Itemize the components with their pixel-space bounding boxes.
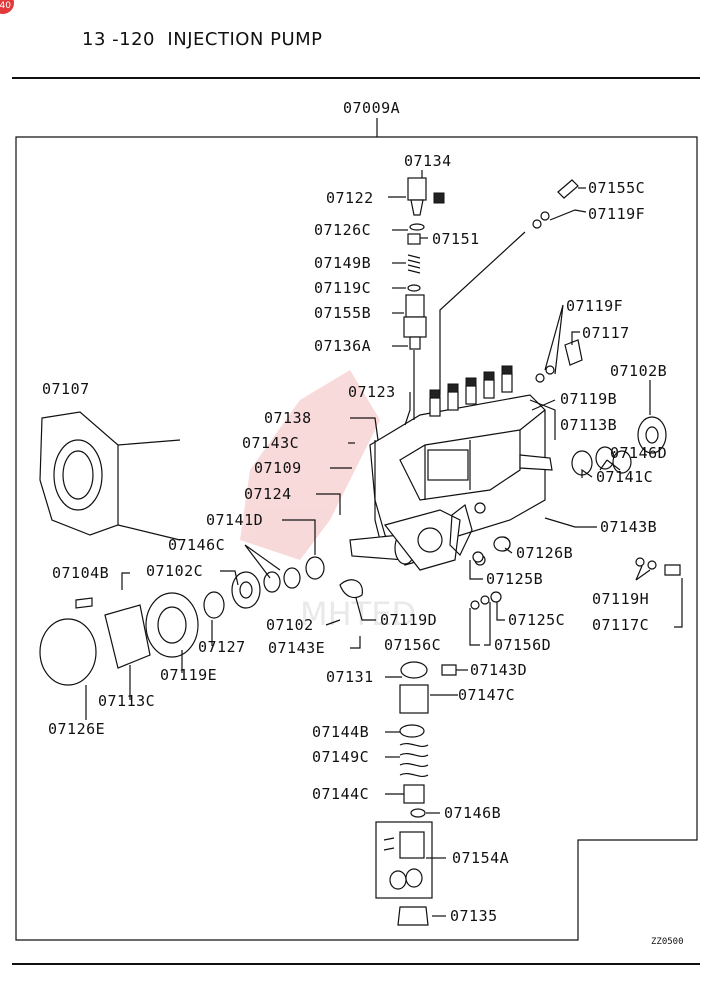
page-title: 13 -120 INJECTION PUMP bbox=[82, 29, 323, 50]
label-07126E: 07126E bbox=[48, 720, 105, 738]
left-bearing-set bbox=[39, 556, 325, 686]
upper-right-bolts bbox=[532, 179, 583, 383]
bottom-stack bbox=[375, 661, 457, 926]
label-07117: 07117 bbox=[582, 324, 630, 342]
leader-lines bbox=[85, 170, 683, 917]
label-07151: 07151 bbox=[432, 230, 480, 248]
label-07109: 07109 bbox=[254, 459, 302, 477]
label-07125B: 07125B bbox=[486, 570, 543, 588]
label-07138: 07138 bbox=[264, 409, 312, 427]
label-07119D: 07119D bbox=[380, 611, 437, 629]
label-07143D: 07143D bbox=[470, 661, 527, 679]
camshaft bbox=[349, 509, 461, 571]
delivery-valve-stack bbox=[403, 177, 445, 420]
label-07141D: 07141D bbox=[206, 511, 263, 529]
label-07119F: 07119F bbox=[566, 297, 623, 315]
label-07119H: 07119H bbox=[592, 590, 649, 608]
label-07155C: 07155C bbox=[588, 179, 645, 197]
label-07126B: 07126B bbox=[516, 544, 573, 562]
label-07113C: 07113C bbox=[98, 692, 155, 710]
drawing-code: ZZ0500 bbox=[651, 937, 684, 947]
part-labels: 07134 07122 07126C 07151 07149B 07119C 0… bbox=[42, 152, 667, 925]
label-07143B: 07143B bbox=[600, 518, 657, 536]
label-07155B: 07155B bbox=[314, 304, 371, 322]
label-07149C: 07149C bbox=[312, 748, 369, 766]
label-07119F-top: 07119F bbox=[588, 205, 645, 223]
label-07143E: 07143E bbox=[268, 639, 325, 657]
label-07149B: 07149B bbox=[314, 254, 371, 272]
watermark-text: MHTED bbox=[300, 595, 416, 633]
label-07124: 07124 bbox=[244, 485, 292, 503]
label-07127: 07127 bbox=[198, 638, 246, 656]
label-07119E: 07119E bbox=[160, 666, 217, 684]
label-07102: 07102 bbox=[266, 616, 314, 634]
label-07144B: 07144B bbox=[312, 723, 369, 741]
label-07102B: 07102B bbox=[610, 362, 667, 380]
label-07146C: 07146C bbox=[168, 536, 225, 554]
label-07117C: 07117C bbox=[592, 616, 649, 634]
label-07156D: 07156D bbox=[494, 636, 551, 654]
assembly-label: 07009A bbox=[343, 99, 400, 117]
governor-cover bbox=[39, 411, 181, 541]
label-07107: 07107 bbox=[42, 380, 90, 398]
label-07119B: 07119B bbox=[560, 390, 617, 408]
label-07122: 07122 bbox=[326, 189, 374, 207]
delivery-valve-holders bbox=[429, 365, 513, 417]
right-bearing-set bbox=[519, 399, 667, 476]
watermark-logo: MHTED bbox=[240, 370, 416, 633]
label-07126C: 07126C bbox=[314, 221, 371, 239]
label-07135: 07135 bbox=[450, 907, 498, 925]
label-07144C: 07144C bbox=[312, 785, 369, 803]
bottom-divider bbox=[12, 963, 700, 965]
assembly-frame bbox=[15, 136, 698, 941]
label-07146B: 07146B bbox=[444, 804, 501, 822]
right-small-parts bbox=[470, 536, 681, 610]
label-07131: 07131 bbox=[326, 668, 374, 686]
label-07104B: 07104B bbox=[52, 564, 109, 582]
label-07102C: 07102C bbox=[146, 562, 203, 580]
label-07154A: 07154A bbox=[452, 849, 509, 867]
label-07141C: 07141C bbox=[596, 468, 653, 486]
label-07113B: 07113B bbox=[560, 416, 617, 434]
label-07136A: 07136A bbox=[314, 337, 371, 355]
label-07119C: 07119C bbox=[314, 279, 371, 297]
label-07156C: 07156C bbox=[384, 636, 441, 654]
label-07134: 07134 bbox=[404, 152, 452, 170]
label-07147C: 07147C bbox=[458, 686, 515, 704]
label-07143C: 07143C bbox=[242, 434, 299, 452]
label-07146D: 07146D bbox=[610, 444, 667, 462]
top-divider bbox=[12, 77, 700, 79]
label-07125C: 07125C bbox=[508, 611, 565, 629]
page-badge: 40 bbox=[0, 0, 14, 14]
label-07123: 07123 bbox=[348, 383, 396, 401]
